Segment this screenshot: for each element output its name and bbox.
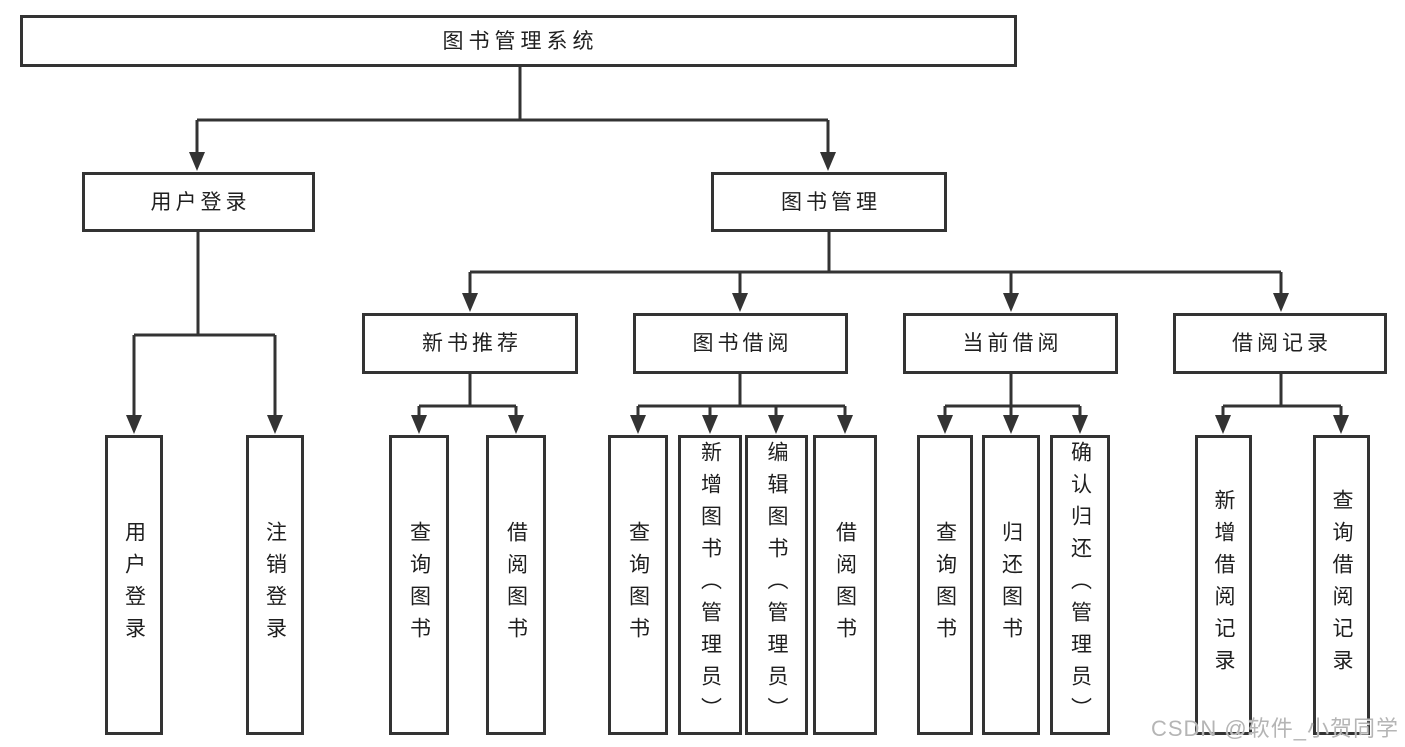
leaf-br-add-record: 新增借阅记录 [1195,435,1252,735]
leaf-user-login: 用户登录 [105,435,163,735]
node-label: 图书管理系统 [442,29,599,53]
node-label: 查询图书 [933,521,957,649]
node-label: 确认归还（管理员） [1068,441,1092,729]
node-user-login: 用户登录 [82,172,315,232]
node-label: 新增图书（管理员） [698,441,722,729]
node-current-borrow: 当前借阅 [903,313,1118,374]
node-label: 归还图书 [999,521,1023,649]
node-root: 图书管理系统 [20,15,1017,67]
csdn-watermark: CSDN @软件_小贺同学 [1150,716,1399,741]
node-label: 编辑图书（管理员） [765,441,788,729]
node-label: 当前借阅 [962,332,1063,355]
node-label: 借阅记录 [1232,332,1332,355]
node-label: 用户登录 [150,190,251,214]
node-label: 借阅图书 [833,521,857,649]
node-borrow-records: 借阅记录 [1173,313,1387,374]
leaf-bb-borrow-books: 借阅图书 [813,435,877,735]
node-label: 图书借阅 [692,332,793,355]
leaf-bb-add-books-admin: 新增图书（管理员） [678,435,742,735]
leaf-bb-query-books: 查询图书 [608,435,668,735]
node-label: 新增借阅记录 [1212,489,1235,681]
node-label: 用户登录 [122,521,146,649]
node-label: 图书管理 [781,190,881,214]
leaf-cb-confirm-return-admin: 确认归还（管理员） [1050,435,1110,735]
leaf-bb-edit-books-admin: 编辑图书（管理员） [745,435,808,735]
leaf-cb-query-books: 查询图书 [917,435,973,735]
node-book-management: 图书管理 [711,172,947,232]
node-label: 查询图书 [626,521,650,649]
node-label: 查询图书 [407,521,431,649]
leaf-nb-borrow-books: 借阅图书 [486,435,546,735]
node-book-borrow: 图书借阅 [633,313,848,374]
leaf-cb-return-books: 归还图书 [982,435,1040,735]
leaf-br-query-record: 查询借阅记录 [1313,435,1370,735]
node-label: 注销登录 [263,521,287,649]
node-label: 新书推荐 [422,332,522,355]
node-label: 借阅图书 [504,521,528,649]
leaf-nb-query-books: 查询图书 [389,435,449,735]
leaf-logout: 注销登录 [246,435,304,735]
node-new-book-recommend: 新书推荐 [362,313,578,374]
node-label: 查询借阅记录 [1330,489,1353,681]
